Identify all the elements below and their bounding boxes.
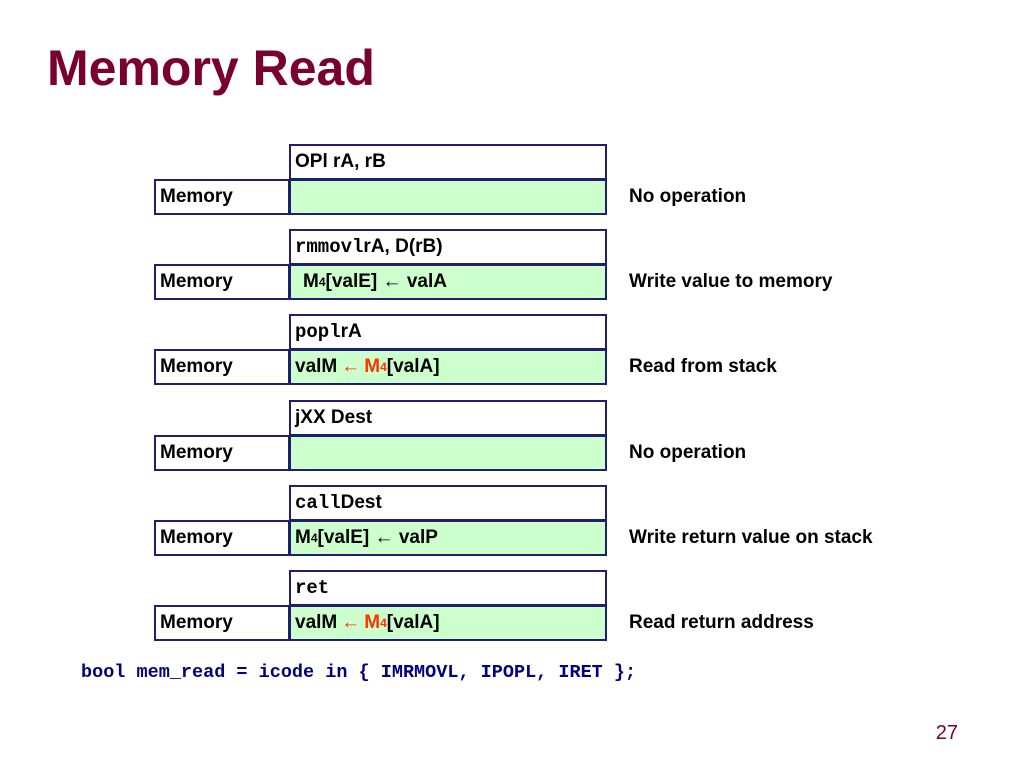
instruction-mono: ret xyxy=(295,577,330,599)
stage-label-memory: Memory xyxy=(154,435,290,471)
instruction-text: OPl rA, rB xyxy=(295,151,386,172)
action-source: [valE] ← valA xyxy=(325,271,447,292)
instruction-text: Dest xyxy=(340,492,382,513)
instruction-mono: call xyxy=(295,492,341,514)
left-arrow-icon: ← xyxy=(341,612,361,633)
mem-symbol: M xyxy=(303,271,319,292)
description-ret: Read return address xyxy=(629,612,814,633)
memory-action-box-opl xyxy=(289,179,607,215)
mem-symbol: M xyxy=(364,612,381,633)
action-destination: valM xyxy=(295,612,338,633)
instruction-box-jxx: jXX Dest xyxy=(289,400,607,436)
instruction-mono: popl xyxy=(295,321,341,343)
instruction-mono: rmmovl xyxy=(295,236,364,258)
instruction-text: rA, D(rB) xyxy=(363,236,443,257)
memory-action-box-jxx xyxy=(289,435,607,471)
instruction-box-call: call Dest xyxy=(289,485,607,521)
description-opl: No operation xyxy=(629,186,747,207)
page-number: 27 xyxy=(935,722,958,744)
action-source: [valE] ← valP xyxy=(317,527,438,548)
description-call: Write return value on stack xyxy=(629,527,873,548)
instruction-text: rA xyxy=(340,321,362,342)
stage-label-memory: Memory xyxy=(154,264,290,300)
mem-read-code-line: bool mem_read = icode in { IMRMOVL, IPOP… xyxy=(81,662,637,683)
description-jxx: No operation xyxy=(629,442,747,463)
action-destination: valM xyxy=(295,356,338,377)
instruction-box-popl: popl rA xyxy=(289,314,607,350)
stage-label-memory: Memory xyxy=(154,179,290,215)
stage-label-memory: Memory xyxy=(154,605,290,641)
stage-label-memory: Memory xyxy=(154,349,290,385)
stage-label-memory: Memory xyxy=(154,520,290,556)
mem-symbol: M xyxy=(364,356,381,377)
mem-symbol: M xyxy=(295,527,311,548)
description-popl: Read from stack xyxy=(629,356,777,377)
description-rmmovl: Write value to memory xyxy=(629,271,833,292)
slide-title: Memory Read xyxy=(47,40,375,96)
instruction-box-ret: ret xyxy=(289,570,607,606)
action-source: [valA] xyxy=(386,612,440,633)
instruction-box-opl: OPl rA, rB xyxy=(289,144,607,180)
instruction-box-rmmovl: rmmovl rA, D(rB) xyxy=(289,229,607,265)
instruction-text: jXX Dest xyxy=(295,407,373,428)
left-arrow-icon: ← xyxy=(341,356,361,377)
action-source: [valA] xyxy=(386,356,440,377)
